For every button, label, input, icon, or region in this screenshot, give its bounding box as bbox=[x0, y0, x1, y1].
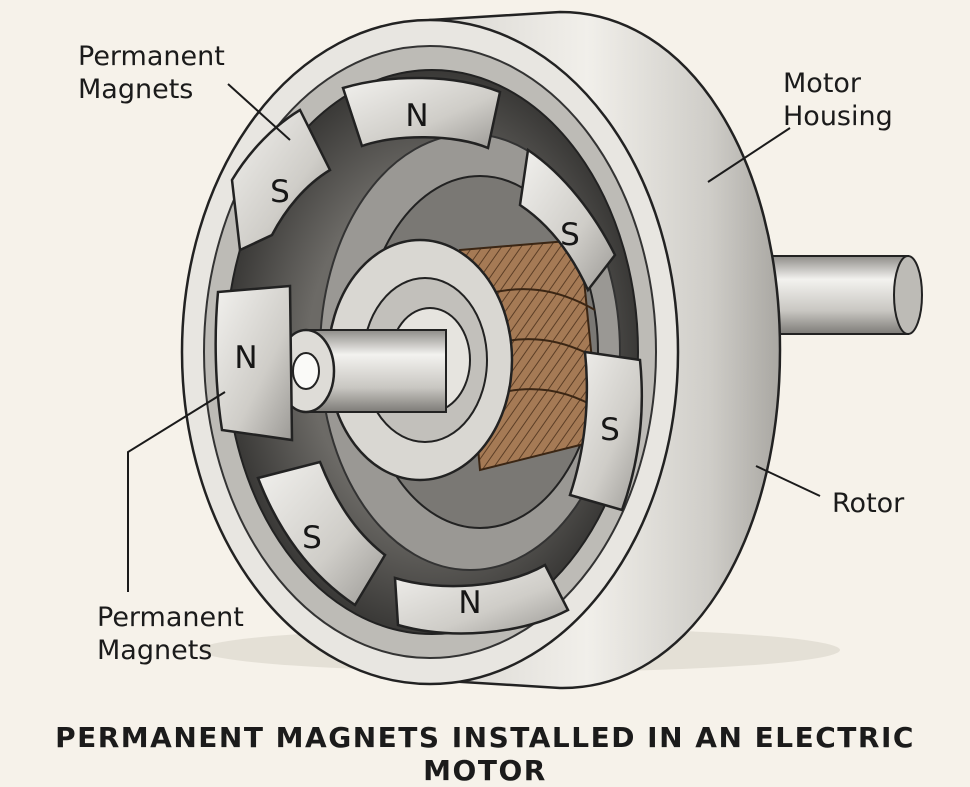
magnet-lower-left: S bbox=[256, 460, 387, 607]
svg-text:N: N bbox=[234, 340, 257, 376]
label-permanent-magnets-top: Permanent Magnets bbox=[78, 41, 225, 105]
magnet-upper-left: S bbox=[230, 108, 332, 252]
svg-text:S: S bbox=[270, 174, 290, 210]
svg-text:S: S bbox=[302, 520, 322, 556]
label-permanent-magnets-bottom: Permanent Magnets bbox=[97, 602, 244, 666]
leader-magnets-top bbox=[227, 83, 291, 141]
magnet-bottom: N bbox=[393, 563, 570, 635]
svg-text:S: S bbox=[600, 412, 620, 448]
magnet-upper-right: S bbox=[518, 147, 617, 293]
svg-text:S: S bbox=[560, 217, 580, 253]
svg-text:N: N bbox=[458, 585, 481, 621]
magnet-left: N bbox=[214, 284, 294, 442]
svg-text:N: N bbox=[405, 98, 428, 134]
magnet-top: N bbox=[341, 76, 502, 150]
label-motor-housing: Motor Housing bbox=[783, 68, 893, 132]
permanent-magnets: N S S N S S N bbox=[214, 76, 644, 635]
leader-housing bbox=[707, 127, 791, 183]
label-rotor: Rotor bbox=[832, 488, 905, 519]
leader-rotor bbox=[755, 465, 821, 497]
leader-lines bbox=[127, 83, 821, 592]
shaft-front bbox=[276, 328, 447, 414]
diagram-caption: PERMANENT MAGNETS INSTALLED IN AN ELECTR… bbox=[55, 721, 915, 787]
magnet-right: S bbox=[568, 350, 644, 512]
leader-magnets-bottom bbox=[127, 391, 226, 592]
